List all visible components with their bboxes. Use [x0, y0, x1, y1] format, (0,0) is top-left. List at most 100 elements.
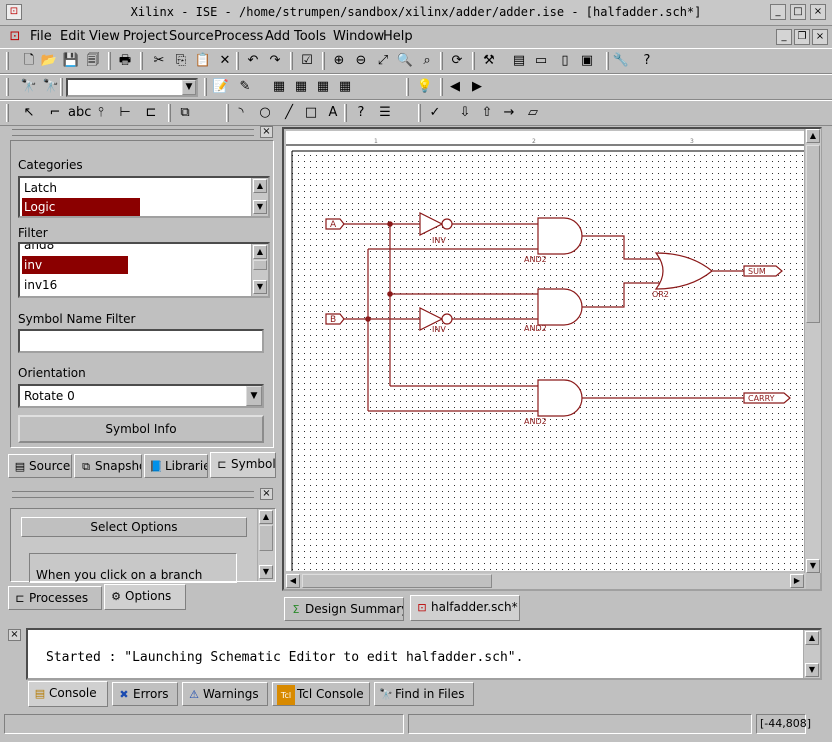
io-marker-icon[interactable]: ⊏	[145, 105, 157, 120]
input-marker-b[interactable]: B	[325, 313, 345, 325]
tab-snapshots[interactable]: ⧉Snapshots	[74, 454, 142, 478]
scroll-thumb[interactable]	[302, 574, 492, 588]
tab-halfadder-sch[interactable]: ⊡halfadder.sch*	[410, 595, 520, 621]
input-marker-a[interactable]: A	[325, 218, 345, 230]
save-all-icon[interactable]: 🗐	[86, 53, 100, 68]
zoom-in-icon[interactable]: ⊕	[333, 53, 345, 68]
toolbar-grip[interactable]	[6, 104, 9, 122]
console-scrollbar[interactable]: ▲ ▼	[803, 630, 820, 678]
tab-console[interactable]: ▤Console	[28, 681, 108, 707]
scroll-up-icon[interactable]: ▲	[253, 179, 267, 193]
toolbar-grip[interactable]	[344, 104, 347, 122]
plot-icon[interactable]: ▱	[528, 105, 538, 120]
help-pointer-icon[interactable]: ?	[643, 53, 651, 68]
tab-processes[interactable]: ⊏Processes	[8, 586, 102, 610]
tab-warnings[interactable]: ⚠Warnings	[182, 682, 268, 706]
menu-process[interactable]: Process	[214, 29, 264, 44]
toolbar-grip[interactable]	[204, 78, 207, 96]
properties-icon[interactable]: 📝	[212, 79, 230, 94]
cut-icon[interactable]: ✂	[153, 53, 165, 68]
cascade-icon[interactable]: ▤	[512, 53, 526, 68]
chevron-down-icon[interactable]: ▼	[182, 80, 196, 95]
scroll-up-icon[interactable]: ▲	[806, 129, 820, 143]
symbol2-icon[interactable]: ▦	[294, 79, 308, 94]
edit-icon[interactable]: ✎	[239, 79, 251, 94]
list-item-selected[interactable]: Logic	[22, 198, 140, 216]
symbol-icon[interactable]: ▦	[272, 79, 286, 94]
symbol3-icon[interactable]: ▦	[316, 79, 330, 94]
zoom-fit-icon[interactable]: ⤢	[377, 53, 389, 68]
scroll-down-icon[interactable]: ▼	[806, 559, 820, 573]
doc-icon[interactable]: ⊡	[9, 29, 21, 44]
check-icon[interactable]: ☑	[301, 53, 313, 68]
pin-icon[interactable]: →	[503, 105, 515, 120]
pop-up-icon[interactable]: ⇧	[481, 105, 493, 120]
scroll-thumb[interactable]	[806, 145, 820, 323]
output-marker-carry[interactable]: CARRY	[743, 392, 791, 404]
copy-icon[interactable]: ⎘	[175, 53, 187, 68]
circle-icon[interactable]: ○	[259, 105, 271, 120]
options-scrollbar[interactable]: ▲ ▼	[257, 509, 274, 581]
toolbar-grip[interactable]	[418, 104, 421, 122]
symbol4-icon[interactable]: ▦	[338, 79, 352, 94]
schematic-canvas[interactable]: 1 2 3 A B	[286, 131, 804, 571]
text-icon[interactable]: A	[328, 105, 338, 120]
categories-scrollbar[interactable]: ▲ ▼	[251, 178, 268, 216]
scroll-up-icon[interactable]: ▲	[259, 510, 273, 524]
toolbar-grip[interactable]	[322, 52, 325, 70]
toolbar-grip[interactable]	[236, 52, 239, 70]
find-icon[interactable]: 🔭	[20, 79, 38, 94]
list-item[interactable]: Latch	[24, 181, 57, 195]
select-arrow-icon[interactable]: ↖	[23, 105, 35, 120]
menu-add[interactable]: Add	[265, 29, 291, 44]
toolbar-grip[interactable]	[290, 52, 293, 70]
zoom-box-icon[interactable]: 🔍	[396, 53, 414, 68]
scroll-down-icon[interactable]: ▼	[253, 280, 267, 294]
inner-minimize-button[interactable]: _	[776, 29, 792, 45]
delete-icon[interactable]: ✕	[219, 53, 231, 68]
undo-icon[interactable]: ↶	[247, 53, 259, 68]
wrench-icon[interactable]: 🔧	[612, 53, 630, 68]
inv-gate-top[interactable]	[419, 212, 444, 236]
tab-symbols[interactable]: ⊏Symbols	[210, 452, 276, 478]
scroll-up-icon[interactable]: ▲	[253, 245, 267, 259]
close-button[interactable]: ×	[810, 4, 826, 20]
add-wire-icon[interactable]: ⌐	[49, 105, 61, 120]
menu-file[interactable]: File	[30, 29, 52, 44]
scroll-down-icon[interactable]: ▼	[259, 565, 273, 579]
find-next-icon[interactable]: 🔭	[42, 79, 60, 94]
toolbar-grip[interactable]	[472, 52, 475, 70]
symbol-info-icon[interactable]: ?	[357, 105, 365, 120]
and-gate-mid[interactable]	[537, 288, 583, 326]
toolbar-grip[interactable]	[6, 52, 9, 70]
toolbar-grip[interactable]	[440, 52, 443, 70]
app-icon[interactable]: ⊡	[6, 4, 22, 20]
instance-icon[interactable]: ⧉	[180, 105, 190, 120]
attributes-icon[interactable]: ☰	[379, 105, 391, 120]
scroll-down-icon[interactable]: ▼	[253, 200, 267, 214]
list-item[interactable]: inv16	[24, 278, 58, 292]
net-name-icon[interactable]: abc	[68, 105, 92, 120]
search-combo[interactable]: ▼	[66, 78, 198, 97]
tab-libraries[interactable]: 📘Libraries	[144, 454, 208, 478]
refresh-icon[interactable]: ⟳	[451, 53, 463, 68]
filter-scrollbar[interactable]: ▲ ▼	[251, 244, 268, 296]
push-down-icon[interactable]: ⇩	[459, 105, 471, 120]
or-gate[interactable]	[654, 252, 713, 290]
tab-sources[interactable]: ▤Sources	[8, 454, 72, 478]
tab-find-in-files[interactable]: 🔭Find in Files	[374, 682, 474, 706]
tab-errors[interactable]: ✖Errors	[112, 682, 178, 706]
forward-icon[interactable]: ▶	[472, 79, 482, 94]
zoom-out-icon[interactable]: ⊖	[355, 53, 367, 68]
inner-restore-button[interactable]: ❐	[794, 29, 810, 45]
scroll-thumb[interactable]	[253, 260, 267, 270]
toolbar-grip[interactable]	[440, 78, 443, 96]
canvas-hscrollbar[interactable]: ◀ ▶	[286, 573, 806, 589]
tile-h-icon[interactable]: ▭	[534, 53, 548, 68]
and-gate-bottom[interactable]	[537, 379, 583, 417]
menu-view[interactable]: View	[89, 29, 120, 44]
redo-icon[interactable]: ↷	[269, 53, 281, 68]
open-icon[interactable]: 📂	[40, 53, 58, 68]
toolbar-grip[interactable]	[226, 104, 229, 122]
